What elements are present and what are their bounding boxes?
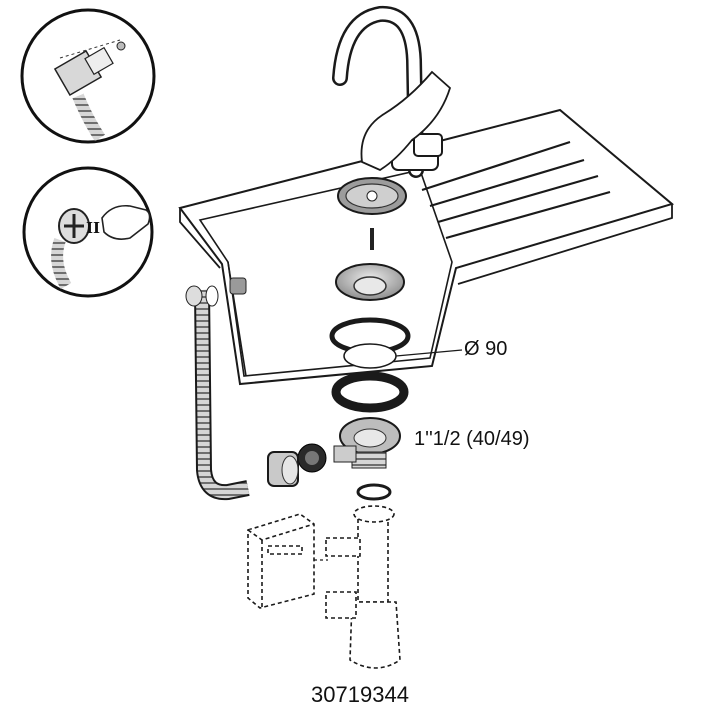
hand-icon <box>360 70 452 172</box>
overflow-connector-nut <box>297 443 327 473</box>
diameter-marker <box>343 343 463 369</box>
diameter-label: Ø 90 <box>464 338 508 360</box>
hand-icon <box>101 204 151 240</box>
drainboard-grooves <box>421 140 611 240</box>
overflow-cap-icon <box>58 208 90 244</box>
rubber-gasket <box>331 371 409 413</box>
siphon-trap <box>325 505 401 669</box>
strainer-basket <box>337 177 407 250</box>
overflow-outlet-icon <box>229 277 247 295</box>
hose-segment <box>72 93 106 142</box>
hose-segment <box>51 237 72 290</box>
washing-machine <box>247 513 315 609</box>
inset-overflow-cap-detail <box>22 166 154 298</box>
drain-flange <box>335 263 405 301</box>
thread-size-label: 1''1/2 (40/49) <box>414 428 530 450</box>
inset-mark-label: II <box>86 219 101 237</box>
outlet-body <box>333 417 401 469</box>
article-code: 30719344 <box>311 682 409 707</box>
inset-hose-connection-detail <box>20 8 156 144</box>
overflow-hose <box>185 285 250 501</box>
overflow-connector-fitting <box>267 451 299 487</box>
bracket-icon <box>53 39 126 97</box>
small-washer <box>356 483 392 501</box>
